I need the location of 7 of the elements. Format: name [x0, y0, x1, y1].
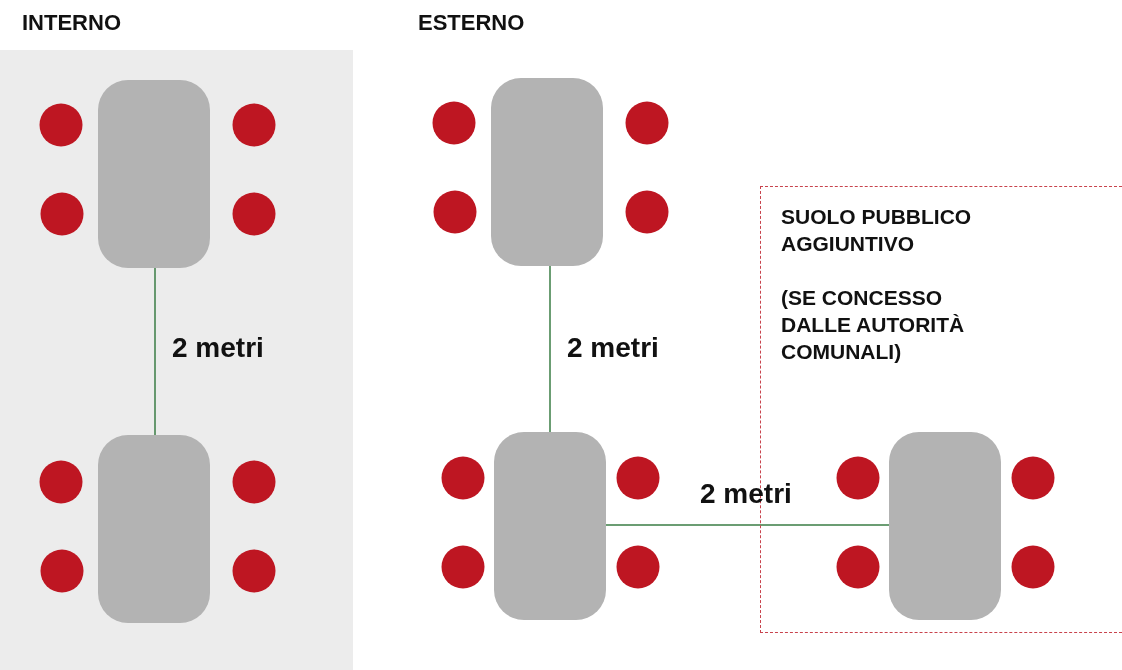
area-note: (SE CONCESSO DALLE AUTORITÀ COMUNALI) [781, 284, 966, 366]
area-heading: INTERNO [22, 10, 121, 36]
distance-label: 2 metri [567, 332, 659, 364]
area-note: SUOLO PUBBLICO AGGIUNTIVO [781, 204, 973, 258]
distance-label: 2 metri [700, 478, 792, 510]
area-heading: ESTERNO [418, 10, 525, 36]
distance-label: 2 metri [172, 332, 264, 364]
